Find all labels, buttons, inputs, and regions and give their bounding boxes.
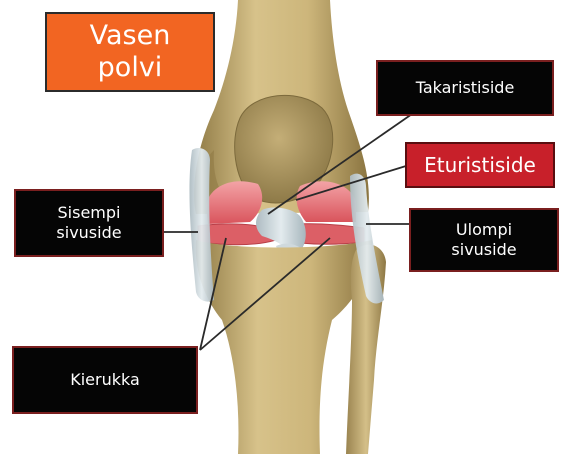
title-box: Vasen polvi [45, 12, 215, 92]
tibia-bone [196, 240, 372, 454]
label-anterior-cruciate: Eturistiside [405, 142, 555, 188]
label-lateral-collateral: Ulompi sivuside [409, 208, 559, 272]
label-posterior-cruciate: Takaristiside [376, 60, 554, 116]
label-meniscus: Kierukka [12, 346, 198, 414]
label-medial-collateral: Sisempi sivuside [14, 189, 164, 257]
